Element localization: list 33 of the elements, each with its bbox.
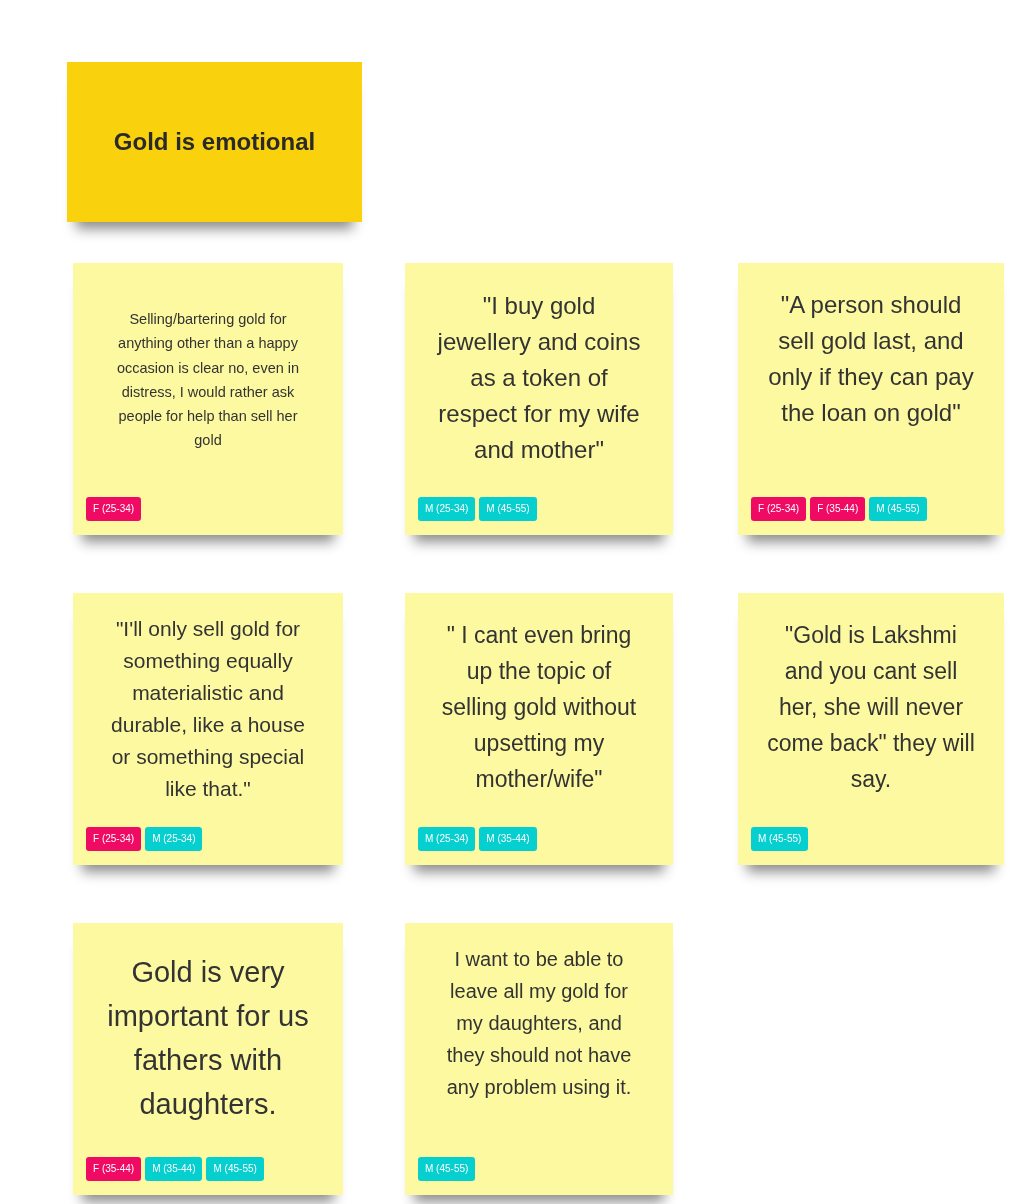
demographic-tag: M (25-34): [145, 827, 203, 851]
demographic-tag: M (25-34): [418, 827, 476, 851]
quote-text: "A person should sell gold last, and only if they can pay the loan on gold": [767, 290, 975, 428]
demographic-tag: M (25-34): [418, 497, 476, 521]
demographic-tag: F (35-44): [810, 497, 866, 521]
demographic-tag: M (35-44): [145, 1157, 203, 1181]
sticky-note: [405, 263, 673, 535]
demographic-tag: F (25-34): [86, 497, 142, 521]
demographic-tag: M (45-55): [869, 497, 927, 521]
demographic-tag: F (25-34): [751, 497, 807, 521]
note-heading: Gold is emotional: [113, 128, 316, 156]
demographic-tag: F (35-44): [86, 1157, 142, 1181]
demographic-tag: M (45-55): [206, 1157, 264, 1181]
quote-text: Gold is very important for us fathers with daughters.: [106, 955, 310, 1122]
heading-sticky-note: [67, 62, 362, 222]
sticky-note: [73, 263, 343, 535]
sticky-note: [405, 593, 673, 865]
demographic-tag: M (45-55): [751, 827, 809, 851]
quote-text: " I cant even bring up the topic of selling gold without upsetting my mother/wife": [440, 621, 638, 794]
demographic-tag: M (45-55): [479, 497, 537, 521]
quote-text: "Gold is Lakshmi and you cant sell her, she will never come back" they will say.: [766, 621, 976, 794]
sticky-note: [405, 923, 673, 1195]
quote-text: "I buy gold jewellery and coins as a token of respect for my wife and mother": [436, 291, 642, 465]
sticky-note: [73, 593, 343, 865]
demographic-tag: M (35-44): [479, 827, 537, 851]
sticky-note: [738, 593, 1004, 865]
sticky-note: [738, 263, 1004, 535]
quote-text: I want to be able to leave all my gold for my daughters, and they should not have any problem using it.: [445, 947, 633, 1100]
demographic-tag: M (45-55): [418, 1157, 476, 1181]
sticky-note: [73, 923, 343, 1195]
quote-text: "I'll only sell gold for something equally materialistic and durable, like a house or something special like that.": [110, 616, 306, 802]
demographic-tag: F (25-34): [86, 827, 142, 851]
quote-text: Selling/bartering gold for anything other than a happy occasion is clear no, even in distress, I would rather ask people for help than sell her gold: [115, 310, 301, 451]
